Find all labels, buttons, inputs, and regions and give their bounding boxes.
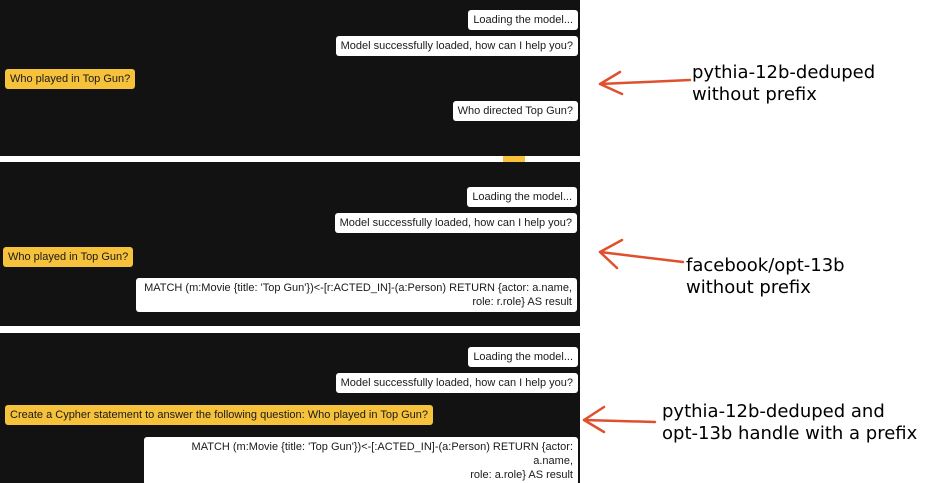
- model-response-line-2: role: r.role} AS result: [472, 296, 572, 308]
- annotation-line-2: opt-13b handle with a prefix: [662, 423, 918, 444]
- user-question: Who played in Top Gun?: [3, 247, 134, 267]
- model-response: MATCH (m:Movie {title: 'Top Gun'})<-[:AC…: [144, 437, 578, 483]
- chat-panel-with-prefix: Loading the model... Model successfully …: [0, 333, 580, 483]
- loading-message: Loading the model...: [468, 10, 578, 30]
- loading-message: Loading the model...: [467, 187, 577, 207]
- model-response: MATCH (m:Movie {title: 'Top Gun'})<-[r:A…: [136, 278, 577, 312]
- user-question: Create a Cypher statement to answer the …: [5, 405, 434, 425]
- annotation-line-2: without prefix: [686, 277, 811, 298]
- model-response: Who directed Top Gun?: [452, 101, 578, 121]
- loaded-message: Model successfully loaded, how can I hel…: [335, 373, 578, 393]
- loading-message: Loading the model...: [468, 347, 578, 367]
- user-question: Who played in Top Gun?: [5, 69, 136, 89]
- annotation-opt-no-prefix: facebook/opt-13b without prefix: [686, 255, 845, 299]
- arrow-1-icon: [598, 70, 692, 96]
- loaded-message: Model successfully loaded, how can I hel…: [334, 213, 577, 233]
- model-response-line-1: MATCH (m:Movie {title: 'Top Gun'})<-[:AC…: [191, 441, 573, 467]
- chat-panel-opt-no-prefix: Loading the model... Model successfully …: [0, 162, 580, 326]
- annotation-line-1: facebook/opt-13b: [686, 255, 845, 276]
- annotation-pythia-no-prefix: pythia-12b-deduped without prefix: [692, 62, 875, 106]
- arrow-2-icon: [598, 238, 685, 270]
- chat-panel-pythia-no-prefix: Loading the model... Model successfully …: [0, 0, 580, 156]
- annotation-line-1: pythia-12b-deduped and: [662, 401, 885, 422]
- loaded-message: Model successfully loaded, how can I hel…: [335, 36, 578, 56]
- annotation-with-prefix: pythia-12b-deduped and opt-13b handle wi…: [662, 401, 917, 445]
- annotation-line-2: without prefix: [692, 84, 817, 105]
- arrow-3-icon: [582, 405, 657, 434]
- model-response-line-2: role: a.role} AS result: [470, 469, 573, 481]
- yellow-marker: [503, 156, 525, 162]
- annotation-line-1: pythia-12b-deduped: [692, 62, 876, 83]
- model-response-line-1: MATCH (m:Movie {title: 'Top Gun'})<-[r:A…: [144, 282, 572, 294]
